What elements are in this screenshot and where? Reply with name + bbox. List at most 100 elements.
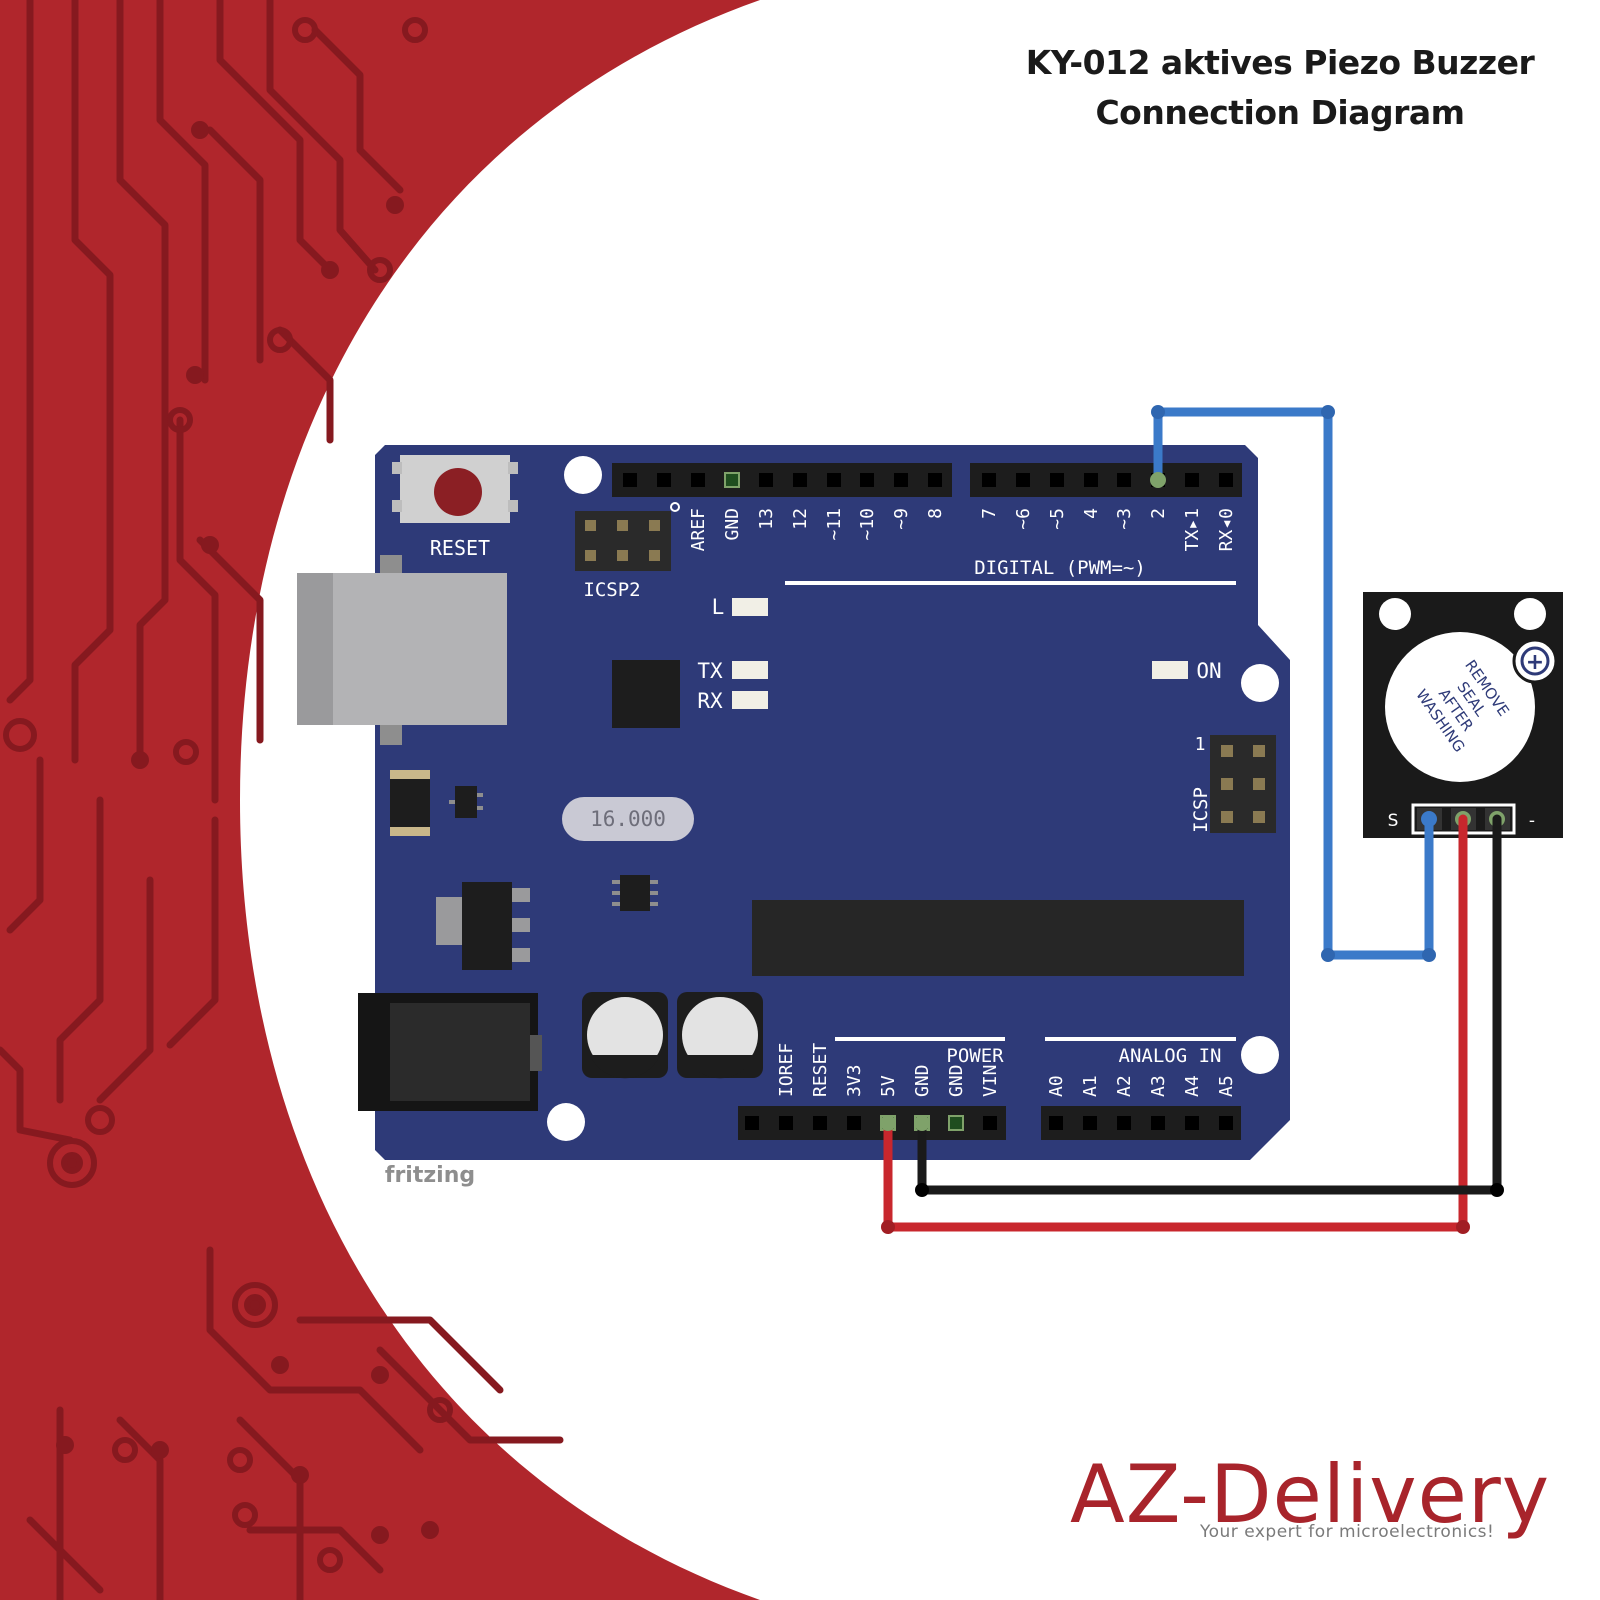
led-tx: TX	[697, 659, 768, 683]
header-pin-socket	[1219, 1116, 1233, 1130]
header-pin-socket	[724, 472, 740, 488]
led-on: ON	[1152, 659, 1222, 683]
title-line-1: KY-012 aktives Piezo Buzzer	[1025, 43, 1535, 82]
plus-symbol: +	[1526, 650, 1544, 675]
digital-pin-label: 2	[1148, 508, 1169, 519]
az-delivery-logo: AZ-Delivery Your expert for microelectro…	[1070, 1450, 1570, 1570]
analog-pin-labels: A0 A1 A2 A3 A4 A5	[1046, 1075, 1237, 1097]
header-pin-socket	[894, 473, 908, 487]
header-pin-socket	[623, 473, 637, 487]
mounting-hole	[1241, 1036, 1279, 1074]
analog-pin-label: A2	[1114, 1075, 1135, 1097]
power-pin-label: RESET	[810, 1043, 831, 1097]
digital-pin-label: GND	[722, 508, 743, 541]
electrolytic-capacitor	[677, 992, 763, 1079]
icsp2-header	[575, 502, 680, 571]
digital-pin-label: 7	[979, 508, 1000, 519]
icsp-label: ICSP	[1190, 787, 1212, 833]
usb-connector	[297, 555, 507, 745]
header-pin-socket	[827, 473, 841, 487]
analog-pin-label: A3	[1148, 1075, 1169, 1097]
digital-pin-label: TX▸1	[1182, 508, 1203, 551]
digital-pin-label: ~5	[1047, 508, 1068, 530]
power-pin-label: 3V3	[844, 1064, 865, 1097]
ky012-buzzer-module: + REMOVE SEAL AFTER WASHING S -	[1363, 592, 1563, 838]
header-pin-socket	[1016, 473, 1030, 487]
header-pin-socket	[847, 1116, 861, 1130]
power-wire	[883, 814, 1468, 1232]
mounting-hole	[547, 1103, 585, 1141]
header-pin-socket	[1083, 1116, 1097, 1130]
power-pin-label: VIN	[980, 1064, 1001, 1097]
analog-pin-label: A5	[1216, 1075, 1237, 1097]
analog-pin-sockets	[1049, 1116, 1233, 1130]
header-pin-socket	[1151, 1116, 1165, 1130]
pin-s-label: S	[1388, 811, 1399, 831]
tantalum-capacitor	[390, 770, 430, 836]
icsp-header	[1210, 735, 1276, 833]
power-pin-label: IOREF	[776, 1043, 797, 1097]
digital-pin-label: ~9	[891, 508, 912, 530]
title-line-2: Connection Diagram	[1095, 93, 1465, 132]
crystal-label: 16.000	[590, 807, 666, 831]
signal-wire	[1153, 407, 1434, 960]
diagram-title: KY-012 aktives Piezo Buzzer Connection D…	[980, 38, 1580, 138]
power-pin-label: GND	[912, 1064, 933, 1097]
wire-end-gnd	[914, 1115, 930, 1131]
reset-button[interactable]	[392, 455, 518, 523]
small-ic	[612, 875, 658, 911]
digital-pin-sockets	[623, 472, 1233, 488]
header-pin-socket	[1084, 473, 1098, 487]
digital-pin-label: RX◂0	[1216, 508, 1237, 551]
logo-tagline: Your expert for microelectronics!	[1200, 1522, 1495, 1542]
digital-pin-label: AREF	[688, 508, 709, 551]
pin-minus-label: -	[1529, 811, 1535, 831]
icsp-pin1-label: 1	[1195, 734, 1206, 755]
power-pin-label: GND	[946, 1064, 967, 1097]
voltage-regulator	[436, 882, 530, 970]
red-circuit-background	[0, 0, 760, 1600]
digital-pin-label: 4	[1081, 508, 1102, 519]
digital-pin-label: ~6	[1013, 508, 1034, 530]
led-tx-label: TX	[697, 659, 723, 683]
header-pin-socket	[745, 1116, 759, 1130]
analog-pin-label: A4	[1182, 1075, 1203, 1097]
header-pin-socket	[948, 1115, 964, 1131]
logo-brand: AZ-Delivery	[1070, 1448, 1551, 1541]
digital-pin-label: 8	[925, 508, 946, 519]
mounting-hole	[1241, 664, 1279, 702]
header-pin-socket	[983, 1116, 997, 1130]
digital-pin-label: 13	[756, 508, 777, 530]
led-l-label: L	[712, 595, 725, 619]
header-pin-socket	[1185, 473, 1199, 487]
atmega-chip	[752, 900, 1244, 976]
header-pin-socket	[759, 473, 773, 487]
wire-end-5v	[880, 1115, 896, 1131]
digital-pin-label: 12	[790, 508, 811, 530]
header-pin-socket	[813, 1116, 827, 1130]
power-header	[738, 1106, 1006, 1140]
fritzing-label: fritzing	[385, 1163, 475, 1188]
small-transistor	[449, 786, 483, 818]
digital-label: DIGITAL (PWM=~)	[974, 557, 1146, 579]
mounting-hole	[564, 456, 602, 494]
analog-header	[1041, 1106, 1241, 1140]
digital-pin-label: ~11	[824, 508, 845, 541]
analog-pin-label: A0	[1046, 1075, 1067, 1097]
power-pin-label: 5V	[878, 1075, 899, 1097]
led-rx: RX	[697, 689, 768, 713]
header-pin-socket	[1049, 1116, 1063, 1130]
analog-pin-label: A1	[1080, 1075, 1101, 1097]
header-pin-socket	[1117, 473, 1131, 487]
header-pin-socket	[1050, 473, 1064, 487]
header-pin-socket	[691, 473, 705, 487]
led-rx-label: RX	[697, 689, 723, 713]
header-pin-socket	[779, 1116, 793, 1130]
electrolytic-capacitor	[582, 992, 668, 1079]
ground-wire	[917, 814, 1502, 1195]
crystal-oscillator	[562, 797, 694, 841]
wire-end-digital-2	[1150, 472, 1166, 488]
header-pin-socket	[1185, 1116, 1199, 1130]
